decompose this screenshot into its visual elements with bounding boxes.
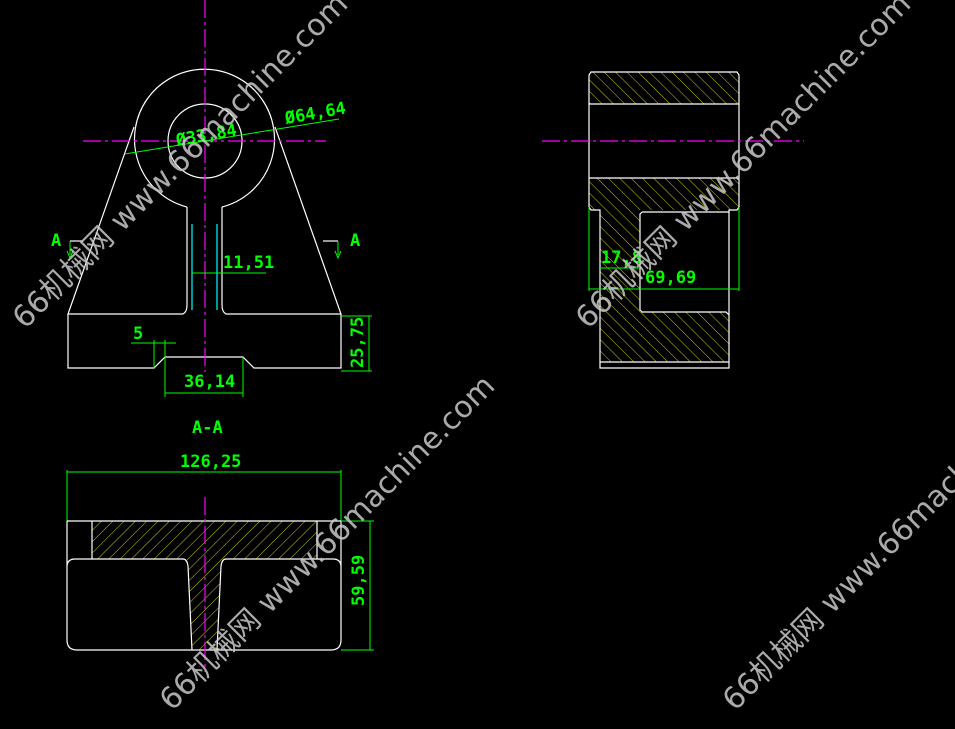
watermark-text: 66机械网 www.66machine.com (569, 0, 918, 336)
dim-base-height: 25,75 (348, 317, 368, 368)
section-marker-left: A (51, 231, 61, 251)
dia-leader (124, 118, 340, 155)
dim-line (341, 520, 374, 651)
dim-line (588, 207, 740, 291)
side-outline (588, 71, 740, 369)
watermark-text: 66机械网 www.66machine.com (716, 368, 955, 717)
watermark: 66机械网 www.66machine.com 66机械网 www.66mach… (6, 0, 955, 718)
section-title: A-A (192, 418, 223, 438)
dim-slot-width: 36,14 (184, 372, 235, 392)
section-arrow-right (334, 241, 342, 260)
dim-chamfer: 5 (133, 324, 143, 344)
dim-width: 69,69 (645, 268, 696, 288)
hatch-region (589, 72, 739, 104)
dim-outer-dia: Ø64,64 (282, 99, 347, 130)
dim-line (131, 340, 176, 368)
base-outline (67, 314, 342, 369)
hatch-region (640, 312, 729, 362)
side-view: 17,8 69,69 (542, 71, 804, 369)
watermark-text: 66机械网 www.66machine.com (6, 0, 355, 336)
dim-line (66, 470, 342, 521)
dim-wall: 17,8 (601, 248, 642, 268)
section-marker-right: A (350, 231, 360, 251)
hatch-region (600, 210, 640, 362)
front-view: Ø64,64 Ø33,84 11,51 5 36,14 25,75 A A (51, 0, 372, 397)
dim-length: 126,25 (180, 452, 241, 472)
dim-height: 59,59 (349, 555, 369, 606)
section-view: A-A 126,25 59,59 (66, 418, 374, 672)
dim-line (164, 357, 244, 397)
hatch-region (589, 178, 739, 210)
dim-web-width: 11,51 (223, 253, 274, 273)
section-outline (66, 520, 342, 651)
dim-line (341, 315, 372, 372)
section-arrow-left (66, 241, 74, 260)
